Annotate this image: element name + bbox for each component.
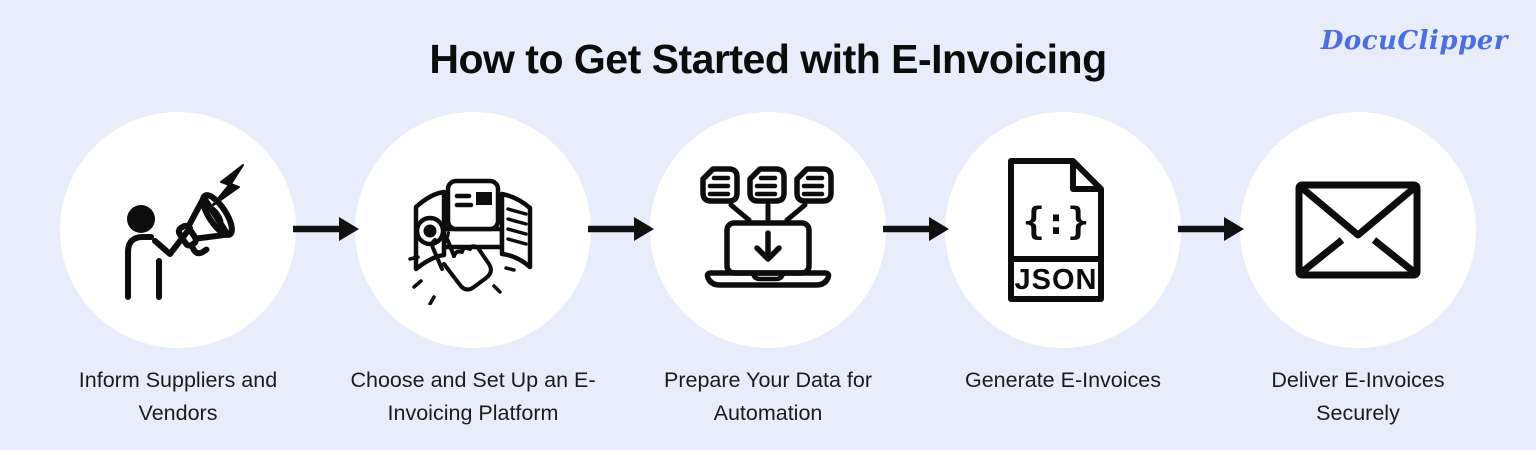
documents-to-laptop-icon bbox=[700, 166, 834, 288]
json-file-type-label: JSON bbox=[1015, 264, 1098, 296]
step-label-1: Inform Suppliers and Vendors bbox=[78, 368, 278, 425]
step-circle-1 bbox=[60, 112, 296, 348]
right-arrow-icon bbox=[586, 214, 656, 244]
step-label-5: Deliver E-Invoices Securely bbox=[1271, 368, 1445, 425]
right-arrow-icon bbox=[291, 214, 361, 244]
step-circle-3 bbox=[650, 112, 886, 348]
json-file-icon: {:} JSON bbox=[1008, 158, 1104, 302]
step-circle-4: {:} JSON bbox=[945, 112, 1181, 348]
right-arrow-icon bbox=[881, 214, 951, 244]
step-circle-2 bbox=[355, 112, 591, 348]
platform-carousel-tap-icon bbox=[408, 178, 533, 305]
right-arrow-icon bbox=[1176, 214, 1246, 244]
json-braces-glyph: {:} bbox=[1023, 200, 1090, 243]
page-title: How to Get Started with E-Invoicing bbox=[429, 36, 1107, 82]
envelope-icon bbox=[1295, 181, 1421, 279]
step-label-2: Choose and Set Up an E-Invoicing Platfor… bbox=[350, 368, 596, 425]
docuclipper-logo: DocuClipper bbox=[1320, 26, 1508, 56]
step-circle-5 bbox=[1240, 112, 1476, 348]
megaphone-announcer-icon bbox=[125, 164, 244, 300]
step-label-3: Prepare Your Data for Automation bbox=[664, 368, 872, 425]
step-label-4: Generate E-Invoices bbox=[965, 368, 1161, 392]
